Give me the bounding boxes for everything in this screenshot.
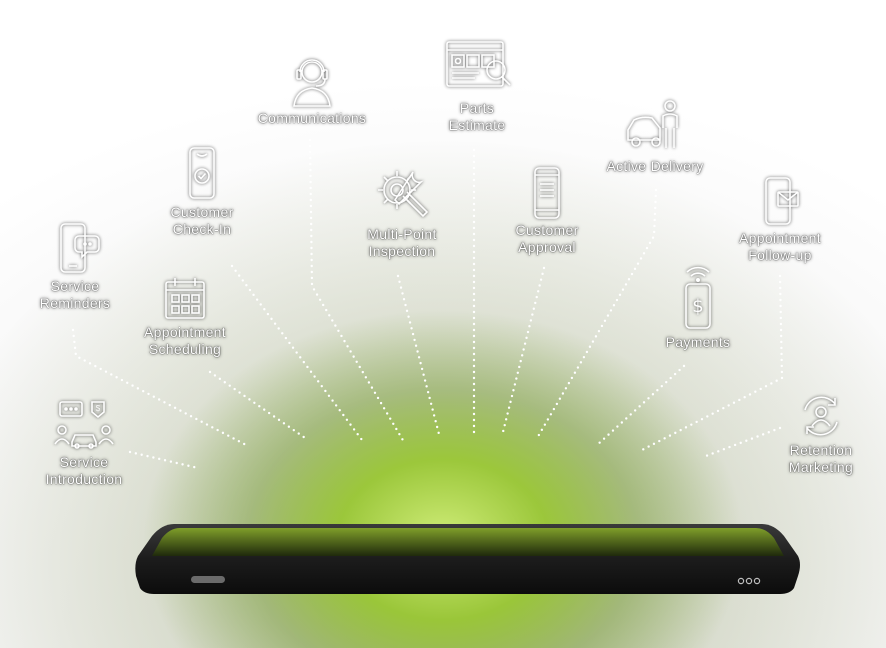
- ray-customer-approval: [500, 266, 546, 438]
- browser-search-icon: [446, 41, 511, 87]
- ray-appointment-scheduling: [208, 370, 310, 442]
- ray-service-introduction: [128, 450, 200, 470]
- feature-label: Multi-Point Inspection: [367, 226, 437, 259]
- feature-label: Active Delivery: [606, 158, 704, 174]
- ray-customer-check-in: [230, 264, 364, 442]
- feature-label: Payments: [665, 334, 731, 350]
- feature-appointment-scheduling: Appointment Scheduling: [132, 276, 238, 358]
- feature-label: Customer Approval: [515, 222, 579, 255]
- phone-chat-icon: [60, 223, 100, 273]
- feature-service-introduction: $ Service Introduction: [30, 400, 138, 488]
- ray-multi-point-inspection: [396, 274, 442, 440]
- smartphone: [135, 524, 801, 594]
- feature-label: Appointment Follow-up: [739, 230, 821, 263]
- phone-speaker: [191, 576, 225, 583]
- ray-active-delivery: [534, 188, 658, 442]
- phone-dollar-icon: $: [685, 266, 711, 329]
- feature-label: Communications: [257, 110, 367, 126]
- svg-text:$: $: [96, 404, 101, 413]
- feature-retention-marketing: Retention Marketing: [774, 392, 868, 476]
- ray-retention-marketing: [704, 426, 782, 458]
- headset-agent-icon: [293, 59, 331, 107]
- ray-appointment-follow-up: [640, 274, 784, 452]
- feature-label: Customer Check-In: [170, 204, 234, 237]
- feature-label: Service Introduction: [45, 454, 123, 487]
- phone-list-icon: [534, 167, 560, 219]
- user-cycle-icon: [804, 396, 838, 436]
- car-person-icon: [627, 100, 678, 148]
- feature-multi-point-inspection: Multi-Point Inspection: [350, 164, 454, 260]
- people-car-chat-icon: $: [54, 401, 114, 449]
- feature-label: Appointment Scheduling: [144, 324, 226, 357]
- phone-screen: [152, 528, 784, 556]
- feature-service-reminders: Service Reminders: [30, 222, 120, 312]
- feature-payments: $ Payments: [654, 262, 742, 351]
- gear-wrench-icon: [378, 171, 429, 218]
- ray-service-reminders: [71, 328, 250, 448]
- phone-check-icon: [189, 147, 215, 199]
- feature-customer-check-in: Customer Check-In: [154, 146, 250, 238]
- feature-appointment-follow-up: Appointment Follow-up: [730, 176, 830, 264]
- feature-customer-approval: Customer Approval: [500, 166, 594, 256]
- feature-label: Service Reminders: [39, 278, 111, 311]
- ray-communications: [308, 138, 406, 444]
- phone-mail-icon: [765, 177, 799, 225]
- feature-label: Retention Marketing: [788, 442, 854, 475]
- feature-communications: Communications: [242, 54, 382, 127]
- feature-parts-estimate: Parts Estimate: [430, 38, 524, 134]
- svg-text:$: $: [692, 296, 703, 317]
- feature-active-delivery: Active Delivery: [592, 96, 718, 175]
- calendar-icon: [165, 278, 205, 319]
- ray-payments: [594, 364, 686, 448]
- feature-label: Parts Estimate: [448, 100, 506, 133]
